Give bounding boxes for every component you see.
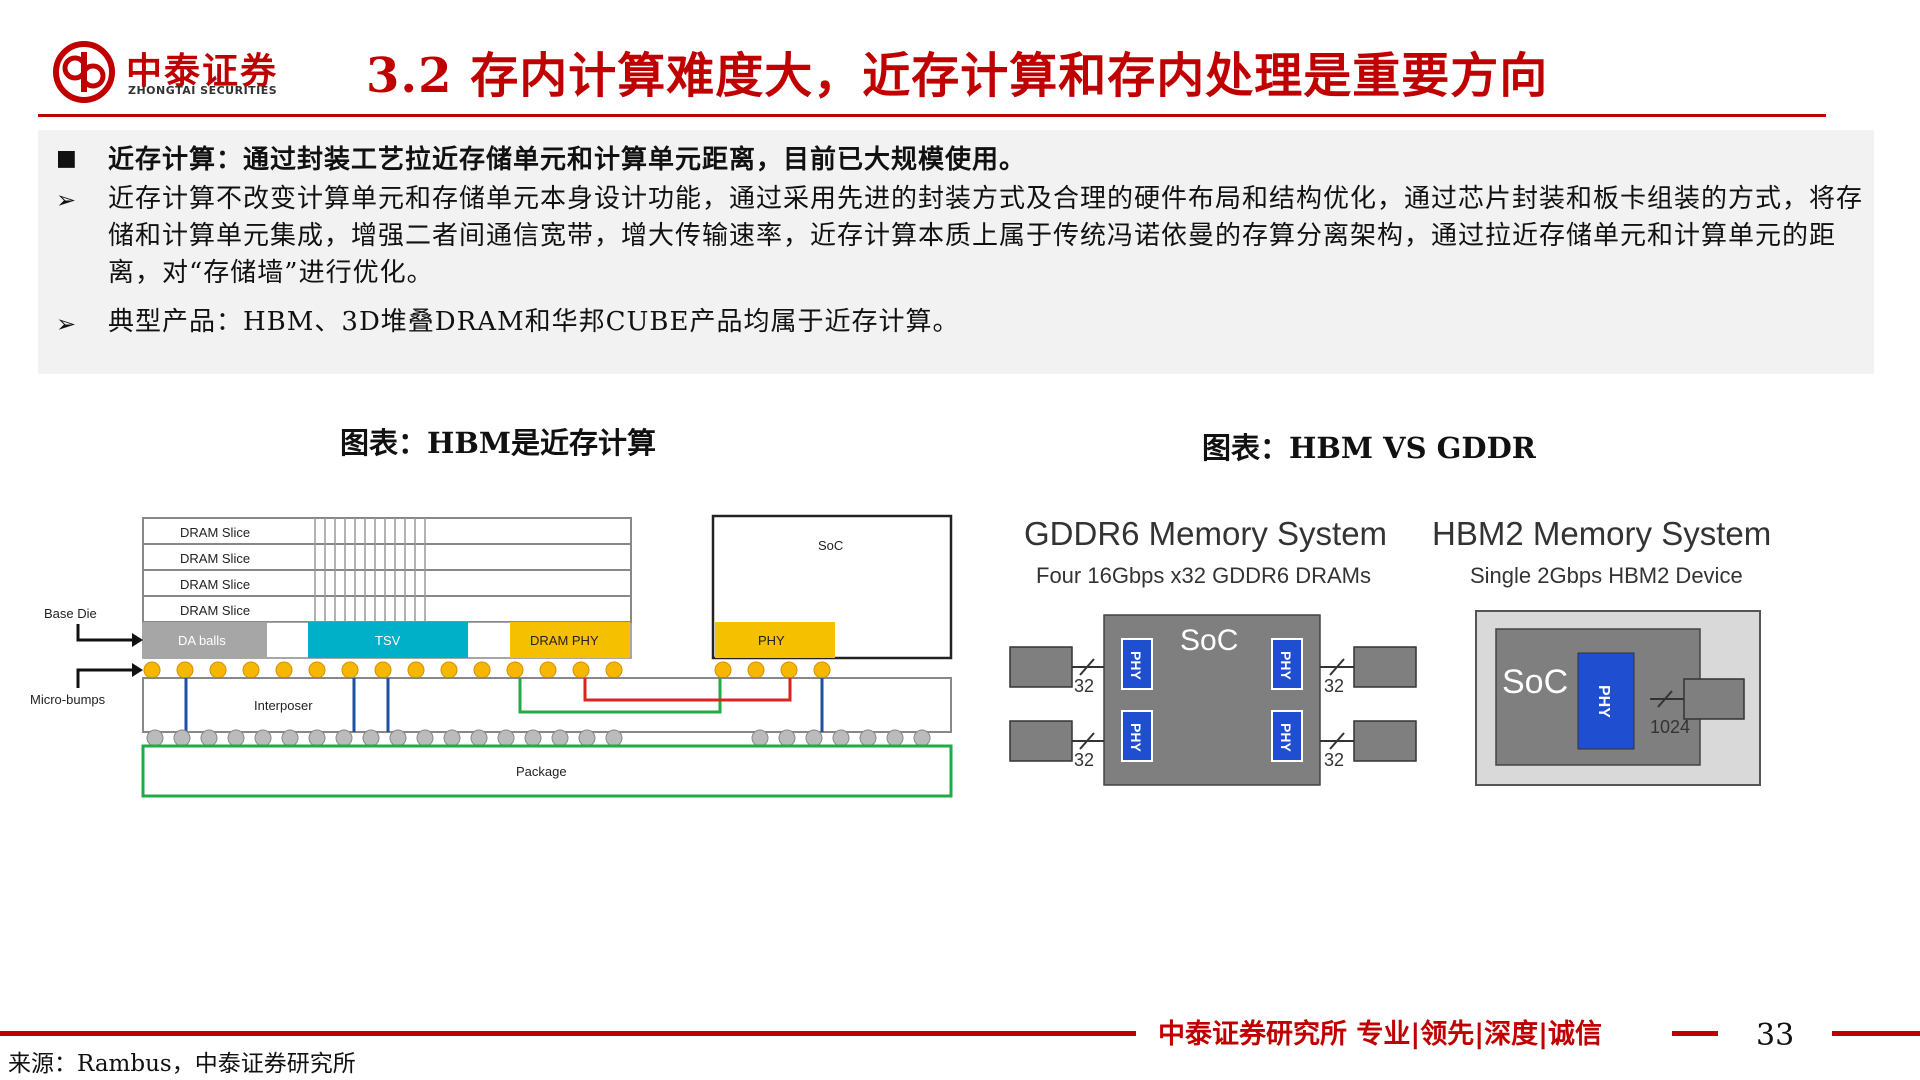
- green-trace: [518, 678, 722, 714]
- gddr-subtitle: Four 16Gbps x32 GDDR6 DRAMs: [1036, 563, 1371, 588]
- interposer-label: Interposer: [254, 698, 313, 713]
- intro-textbox: ■ 近存计算：通过封装工艺拉近存储单元和计算单元距离，目前已大规模使用。 ➢ 近…: [38, 130, 1874, 374]
- c4-bumps-row: [146, 729, 931, 747]
- square-bullet-icon: ■: [56, 146, 77, 171]
- source-note: 来源：Rambus，中泰证券研究所: [8, 1051, 356, 1077]
- micro-bumps-arrow-icon: [76, 663, 143, 688]
- hbm-subtitle: Single 2Gbps HBM2 Device: [1470, 563, 1743, 588]
- gddr-dram-chips: [1009, 646, 1417, 762]
- bus-width-label: 32: [1324, 750, 1344, 770]
- intro-heading: 近存计算：通过封装工艺拉近存储单元和计算单元距离，目前已大规模使用。: [108, 145, 1027, 175]
- company-logo: 中泰证券 ZHONGTAI SECURITIES: [52, 40, 352, 106]
- gddr-phy-blocks: [1121, 638, 1303, 762]
- base-die-label: Base Die: [44, 606, 97, 621]
- logo-english-name: ZHONGTAI SECURITIES: [128, 84, 278, 97]
- phy-block: [715, 622, 835, 658]
- dram-slice-label: DRAM Slice: [180, 603, 250, 618]
- phy-label: PHY: [1128, 723, 1144, 752]
- title-divider: [38, 114, 1826, 117]
- tsv-label: TSV: [375, 633, 401, 648]
- micro-bumps-label: Micro-bumps: [30, 692, 106, 707]
- footer-tagline: 中泰证券研究所 专业|领先|深度|诚信: [1158, 1019, 1602, 1050]
- phy-label: PHY: [758, 633, 785, 648]
- hbm-phy-block: [1577, 652, 1635, 750]
- phy-label: PHY: [1595, 685, 1612, 718]
- da-balls-block: [143, 622, 267, 658]
- bus-width-label: 32: [1074, 676, 1094, 696]
- base-die-arrow-icon: [76, 624, 143, 647]
- hbm-title: HBM2 Memory System: [1432, 515, 1771, 552]
- page-number: 33: [1756, 1018, 1795, 1053]
- interposer: [142, 677, 952, 733]
- dram-slice-label: DRAM Slice: [180, 551, 250, 566]
- dram-slice-label: DRAM Slice: [180, 525, 250, 540]
- figure-left-caption: 图表：HBM是近存计算: [340, 426, 657, 460]
- slide-title: 3.2 存内计算难度大，近存计算和存内处理是重要方向: [366, 48, 1549, 104]
- red-trace: [583, 678, 792, 702]
- footer-rule-right: [1832, 1031, 1920, 1036]
- package-label: Package: [516, 764, 567, 779]
- bus-width-label: 32: [1324, 676, 1344, 696]
- gddr-soc-label: SoC: [1180, 624, 1238, 657]
- micro-bumps-row: [143, 661, 831, 679]
- gddr-title: GDDR6 Memory System: [1024, 515, 1387, 552]
- phy-label: PHY: [1278, 723, 1294, 752]
- bus-width-label: 1024: [1650, 717, 1690, 737]
- gddr-bus-lines: [1072, 658, 1354, 750]
- intro-products: 典型产品：HBM、3D堆叠DRAM和华邦CUBE产品均属于近存计算。: [108, 307, 960, 337]
- phy-label: PHY: [1128, 651, 1144, 680]
- tsv-block: [308, 622, 468, 658]
- hbm-dram-device: [1683, 678, 1745, 720]
- dram-slice-label: DRAM Slice: [180, 577, 250, 592]
- footer-rule-left: [0, 1031, 1136, 1036]
- footer-rule-mid: [1672, 1031, 1718, 1036]
- dram-phy-block: [510, 622, 630, 658]
- package: [141, 744, 953, 798]
- hbm-bus-line: [1650, 690, 1684, 708]
- bus-width-label: 32: [1074, 750, 1094, 770]
- arrow-bullet-icon: ➢: [56, 310, 77, 338]
- da-balls-label: DA balls: [178, 633, 226, 648]
- intro-paragraph: 近存计算不改变计算单元和存储单元本身设计功能，通过采用先进的封装方式及合理的硬件…: [108, 184, 1864, 288]
- zhongtai-logo-icon: [53, 41, 115, 103]
- logo-chinese-name: 中泰证券: [126, 51, 279, 92]
- soc-label: SoC: [818, 538, 843, 553]
- phy-label: PHY: [1278, 651, 1294, 680]
- hbm-stack-diagram: DRAM Slice DRAM Slice DRAM Slice DRAM Sl…: [30, 514, 953, 798]
- dram-phy-label: DRAM PHY: [530, 633, 599, 648]
- figure-right-caption: 图表：HBM VS GDDR: [1202, 431, 1536, 465]
- interposer-vias: [184, 678, 824, 732]
- hbm-soc-label: SoC: [1502, 663, 1568, 701]
- arrow-bullet-icon: ➢: [56, 186, 77, 214]
- gddr-vs-hbm-diagram: GDDR6 Memory System Four 16Gbps x32 GDDR…: [1009, 515, 1771, 786]
